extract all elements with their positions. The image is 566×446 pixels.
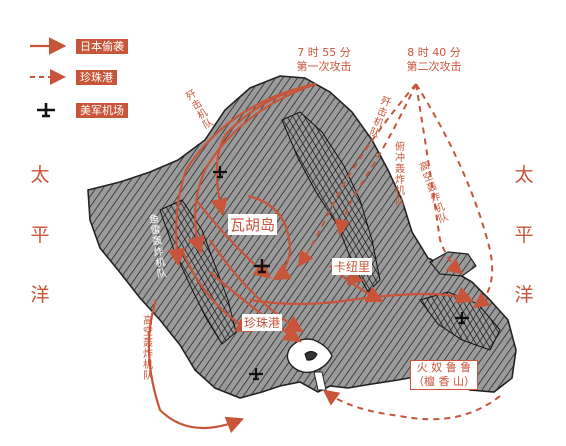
legend-label: 日本偷袭 xyxy=(76,39,128,54)
first-wave-routes xyxy=(147,82,475,434)
airfield-icon-haleiwa xyxy=(213,166,227,179)
koolau-range xyxy=(281,111,381,293)
ocean-char: 太 xyxy=(30,164,50,186)
route-ewa xyxy=(180,249,254,333)
route-island-loop xyxy=(247,194,292,281)
route-honolulu-return xyxy=(322,389,501,421)
honolulu-alt-name: （檀 香 山） xyxy=(413,375,475,388)
ocean-label-left: 太 平 洋 xyxy=(28,160,52,310)
airfield-icon-kaneohe xyxy=(455,312,469,325)
route-wheeler xyxy=(147,299,245,434)
ocean-char: 平 xyxy=(30,224,50,246)
legend-symbols xyxy=(30,37,67,118)
place-oahu: 瓦胡岛 xyxy=(228,214,278,235)
ocean-char: 洋 xyxy=(514,284,534,306)
route-pearl-west xyxy=(209,239,304,333)
route-torpedo-bombers xyxy=(167,82,317,267)
second-wave-time: 8 时 40 分 xyxy=(407,46,461,59)
honolulu-name: 火 奴 鲁 鲁 xyxy=(416,361,472,374)
legend-item-surprise-attack: 日本偷袭 xyxy=(76,39,128,54)
airfield-icon-wheeler xyxy=(254,259,270,274)
legend-item-airfield: 美军机场 xyxy=(76,103,128,118)
first-wave-time: 7 时 55 分 xyxy=(297,46,351,59)
legend-label: 美军机场 xyxy=(76,103,128,118)
ocean-label-right: 太 平 洋 xyxy=(512,160,536,310)
route-label-dive-bombers: 俯冲轰炸机队 xyxy=(395,142,405,208)
legend-item-pearl-harbor: 珍珠港 xyxy=(76,70,117,85)
route-dive-bombers xyxy=(297,83,417,268)
plane-icon xyxy=(37,103,55,118)
route-fighters-1 xyxy=(187,82,317,255)
airfield-symbols xyxy=(213,166,469,381)
first-wave-desc: 第一次攻击 xyxy=(296,60,352,73)
ocean-char: 平 xyxy=(514,224,534,246)
ford-island xyxy=(304,351,318,361)
route-fighters-2 xyxy=(334,83,417,236)
second-wave-note: 8 时 40 分 第二次攻击 xyxy=(398,46,470,74)
second-wave-desc: 第二次攻击 xyxy=(406,60,462,73)
place-kaneohe: 卡纽里 xyxy=(332,258,373,275)
place-pearl-harbor: 珍珠港 xyxy=(242,314,283,331)
airfield-icon-barbers xyxy=(249,368,263,381)
route-cross-east xyxy=(249,286,475,306)
route-harbor-main xyxy=(209,271,302,343)
route-high-east xyxy=(415,83,494,309)
legend-label: 珍珠港 xyxy=(76,70,117,85)
place-honolulu: 火 奴 鲁 鲁 （檀 香 山） xyxy=(410,360,478,390)
ocean-char: 洋 xyxy=(30,284,50,306)
route-label-high-bombers-1: 高空轰炸机队 xyxy=(143,316,153,382)
first-wave-note: 7 时 55 分 第一次攻击 xyxy=(288,46,360,74)
ocean-char: 太 xyxy=(514,164,534,186)
